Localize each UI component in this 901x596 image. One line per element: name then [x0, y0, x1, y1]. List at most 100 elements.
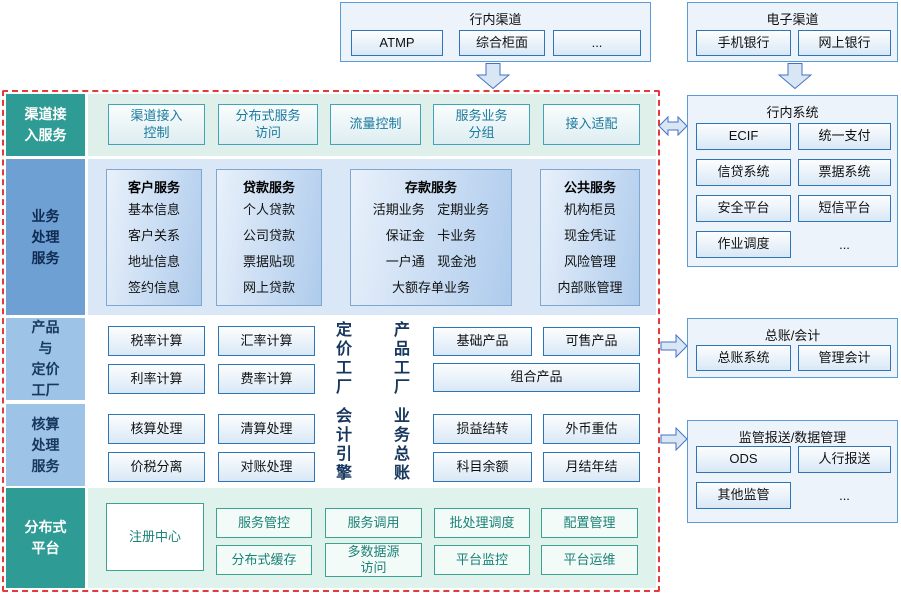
access-adaptation-box: 接入适配 — [543, 104, 640, 145]
column-items: 机构柜员 现金凭证 风险管理 内部账管理 — [543, 196, 637, 299]
mobile-banking-box: 手机银行 — [696, 30, 791, 56]
right-arrow-icon — [660, 427, 688, 451]
electronic-channels-title: 电子渠道 — [766, 12, 819, 27]
systems-ellipsis: ... — [839, 237, 850, 252]
sidebar-channel-access-services: 渠道接 入服务 — [6, 94, 85, 156]
column-items: 基本信息 客户关系 地址信息 签约信息 — [109, 196, 199, 299]
column-title: 客户服务 — [127, 180, 180, 195]
column-title: 存款服务 — [404, 180, 457, 195]
down-arrow-icon — [476, 63, 510, 89]
combined-product-box: 组合产品 — [433, 363, 640, 392]
service-item: 机构柜员 — [563, 202, 616, 218]
job-scheduling-box: 作业调度 — [696, 231, 791, 258]
account-balance-box: 科目余额 — [433, 452, 532, 482]
accounting-engine-vertical-label: 会计引擎 — [333, 407, 350, 483]
internal-channels-title: 行内渠道 — [469, 12, 522, 27]
distributed-cache-box: 分布式缓存 — [216, 545, 312, 575]
other-regulatory-box: 其他监管 — [696, 482, 791, 509]
price-tax-separation-box: 价税分离 — [108, 452, 205, 482]
service-item: 个人贷款 — [242, 202, 295, 218]
column-title: 贷款服务 — [242, 180, 295, 195]
platform-ops-box: 平台运维 — [541, 545, 638, 575]
electronic-channels-panel: 电子渠道 手机银行 网上银行 — [687, 2, 898, 62]
public-service-column: 公共服务 机构柜员 现金凭证 风险管理 内部账管理 — [540, 169, 640, 306]
down-arrow-icon — [778, 63, 812, 89]
service-item: 客户关系 — [127, 228, 180, 244]
regulatory-ellipsis: ... — [839, 488, 850, 503]
ledger-panel: 总账/会计 总账系统 管理会计 — [687, 318, 898, 378]
counter-box: 综合柜面 — [459, 30, 545, 56]
bill-system-box: 票据系统 — [798, 159, 891, 186]
service-governance-box: 服务管控 — [216, 508, 312, 538]
multi-datasource-box: 多数据源 访问 — [325, 543, 422, 577]
deposit-service-column: 存款服务 活期业务 定期业务 保证金 卡业务 一户通 现金池 大额存单业务 — [350, 169, 512, 306]
service-item: 公司贷款 — [242, 228, 295, 244]
regulatory-panel: 监管报送/数据管理 ODS 人行报送 其他监管 ... — [687, 420, 898, 523]
online-banking-box: 网上银行 — [798, 30, 891, 56]
ods-box: ODS — [696, 446, 791, 473]
sidebar-business-processing-services: 业务 处理 服务 — [6, 159, 85, 315]
management-accounting-box: 管理会计 — [798, 345, 891, 371]
column-items: 个人贷款 公司贷款 票据贴现 网上贷款 — [219, 196, 319, 299]
interest-rate-calc-box: 利率计算 — [108, 364, 205, 394]
service-item: 票据贴现 — [242, 253, 295, 269]
right-arrow-icon — [660, 334, 688, 358]
service-business-grouping-box: 服务业务 分组 — [433, 104, 530, 145]
accounting-process-box: 核算处理 — [108, 414, 205, 444]
channels-ellipsis-box: ... — [553, 30, 641, 56]
loan-service-column: 贷款服务 个人贷款 公司贷款 票据贴现 网上贷款 — [216, 169, 322, 306]
service-item: 现金凭证 — [563, 228, 616, 244]
service-invocation-box: 服务调用 — [325, 508, 422, 538]
registry-center-box: 注册中心 — [106, 503, 204, 571]
column-title: 公共服务 — [563, 180, 616, 195]
customer-service-column: 客户服务 基本信息 客户关系 地址信息 签约信息 — [106, 169, 202, 306]
ecif-box: ECIF — [696, 123, 791, 150]
fx-revaluation-box: 外币重估 — [543, 414, 640, 444]
service-item: 地址信息 — [127, 253, 180, 269]
batch-scheduling-box: 批处理调度 — [434, 508, 530, 538]
service-item: 一户通 现金池 — [385, 253, 477, 269]
service-item: 基本信息 — [127, 202, 180, 218]
pboc-reporting-box: 人行报送 — [798, 446, 891, 473]
service-item: 大额存单业务 — [391, 279, 470, 295]
core-system-boundary — [2, 90, 660, 592]
internal-channels-panel: 行内渠道 ATMP 综合柜面 ... — [340, 2, 651, 62]
pnl-carryover-box: 损益结转 — [433, 414, 532, 444]
tax-rate-calc-box: 税率计算 — [108, 326, 205, 356]
sidebar-accounting-processing-services: 核算 处理 服务 — [6, 404, 85, 486]
double-arrow-icon — [658, 115, 688, 137]
sidebar-product-pricing-factory: 产品 与 定价 工厂 — [6, 318, 85, 400]
month-year-end-box: 月结年结 — [543, 452, 640, 482]
service-item: 保证金 卡业务 — [385, 228, 477, 244]
service-item: 活期业务 定期业务 — [372, 202, 490, 218]
service-item: 签约信息 — [127, 279, 180, 295]
reconciliation-box: 对账处理 — [218, 452, 315, 482]
basic-product-box: 基础产品 — [433, 327, 532, 356]
service-item: 网上贷款 — [242, 279, 295, 295]
distributed-service-access-box: 分布式服务 访问 — [218, 104, 318, 145]
service-item: 内部账管理 — [557, 279, 623, 295]
config-management-box: 配置管理 — [541, 508, 638, 538]
service-item: 风险管理 — [563, 253, 616, 269]
internal-systems-title: 行内系统 — [766, 105, 819, 120]
unified-payment-box: 统一支付 — [798, 123, 891, 150]
ledger-system-box: 总账系统 — [696, 345, 791, 371]
product-factory-vertical-label: 产品工厂 — [391, 321, 408, 397]
channel-access-control-box: 渠道接入 控制 — [108, 104, 205, 145]
clearing-process-box: 清算处理 — [218, 414, 315, 444]
sms-platform-box: 短信平台 — [798, 195, 891, 222]
platform-monitoring-box: 平台监控 — [434, 545, 530, 575]
fee-rate-calc-box: 费率计算 — [218, 364, 315, 394]
business-ledger-vertical-label: 业务总账 — [391, 407, 408, 483]
exchange-rate-calc-box: 汇率计算 — [218, 326, 315, 356]
internal-systems-panel: 行内系统 ECIF 统一支付 信贷系统 票据系统 安全平台 短信平台 作业调度 … — [687, 95, 898, 267]
sellable-product-box: 可售产品 — [543, 327, 640, 356]
column-items: 活期业务 定期业务 保证金 卡业务 一户通 现金池 大额存单业务 — [353, 196, 509, 299]
atmp-box: ATMP — [351, 30, 443, 56]
regulatory-title: 监管报送/数据管理 — [738, 430, 847, 445]
sidebar-distributed-platform: 分布式 平台 — [6, 488, 85, 588]
pricing-factory-vertical-label: 定价工厂 — [333, 321, 350, 397]
security-platform-box: 安全平台 — [696, 195, 791, 222]
ledger-title: 总账/会计 — [764, 328, 821, 343]
